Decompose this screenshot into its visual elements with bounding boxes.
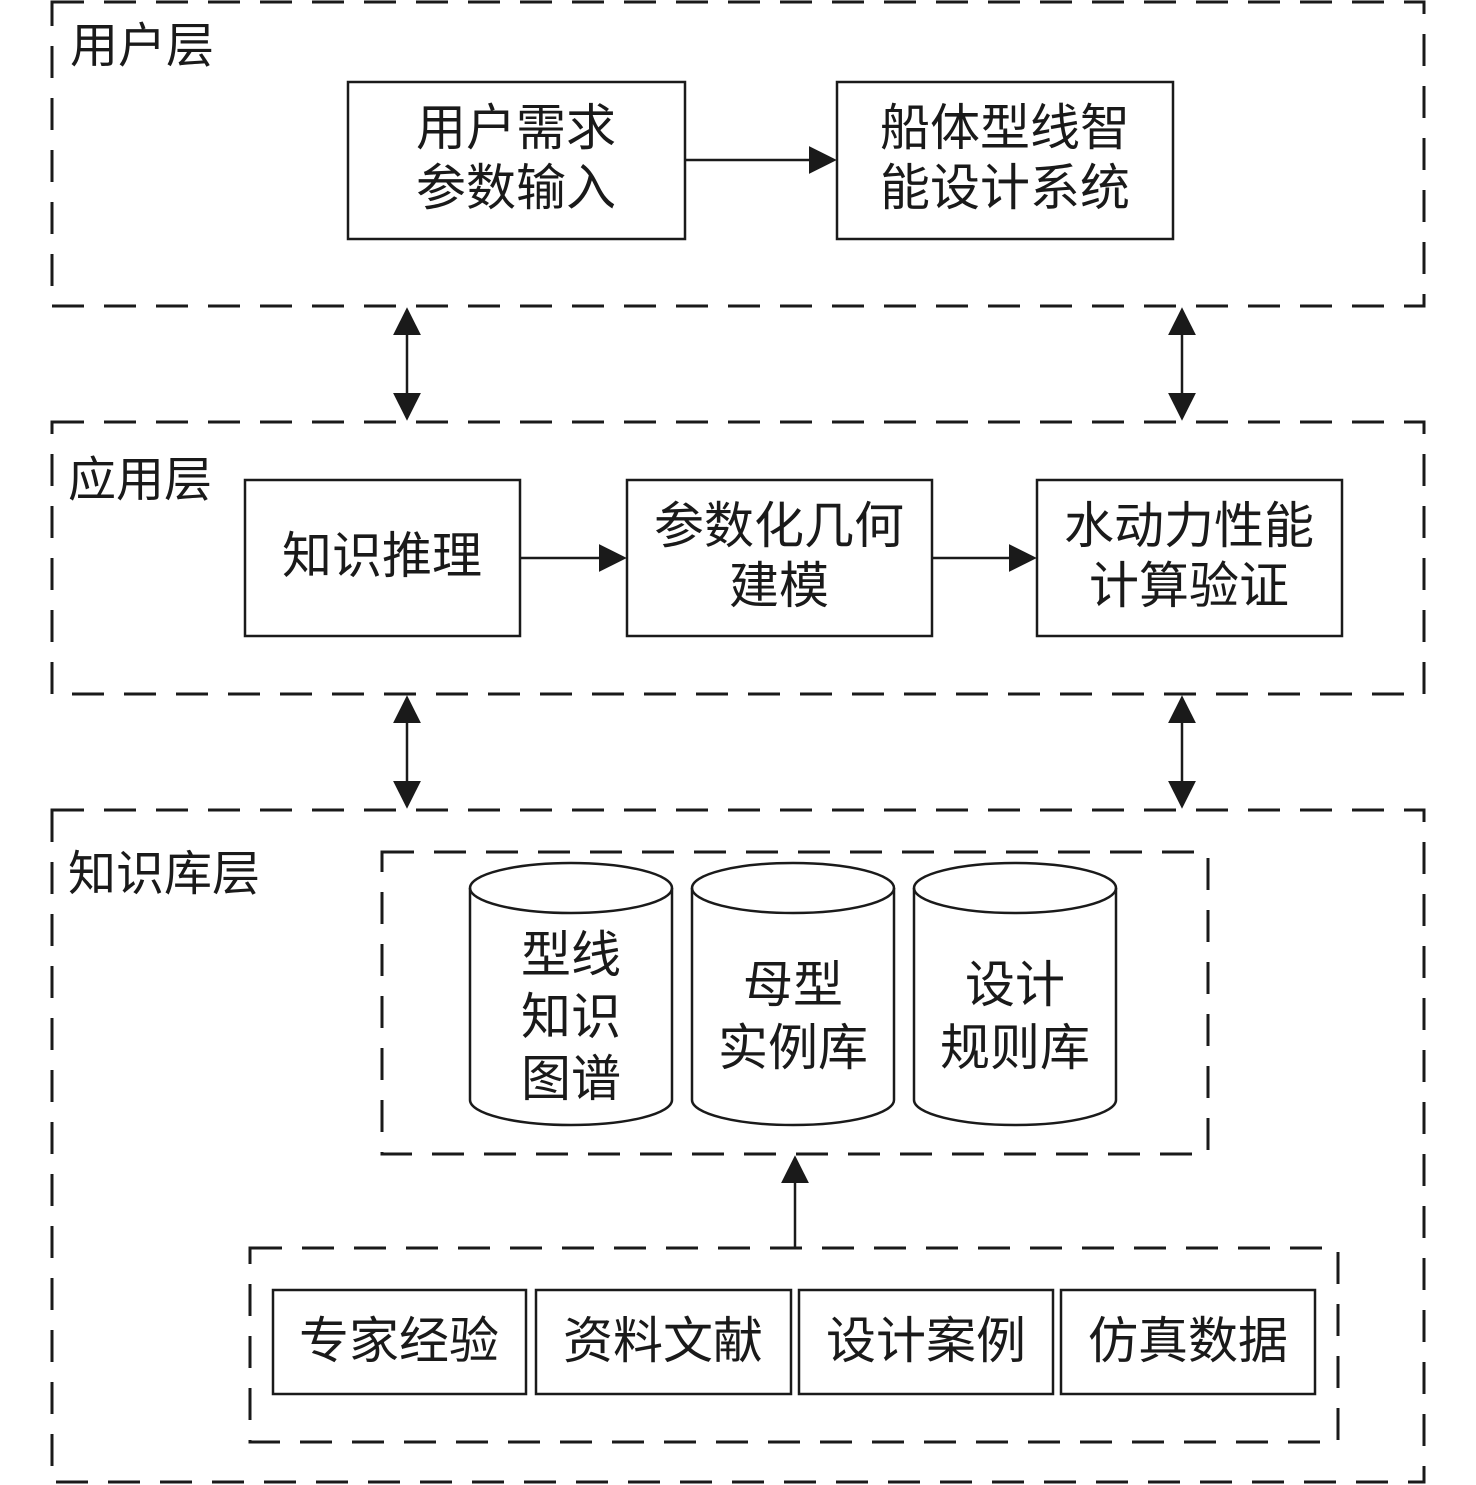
source-box-3 — [797, 1288, 1055, 1396]
parametric-modeling-label-line2: 建模 — [729, 557, 829, 615]
user-input-label-line1: 用户需求 — [416, 99, 616, 157]
db-graph-label-line2: 知识 — [521, 988, 621, 1046]
knowledge-reasoning-box — [243, 478, 522, 638]
user-layer-title: 用户层 — [70, 18, 214, 74]
design-system-box — [835, 80, 1175, 241]
application-layer-frame — [50, 420, 1426, 696]
source-box-1 — [271, 1288, 528, 1396]
user-input-label-line2: 参数输入 — [416, 159, 616, 217]
source-box-2 — [534, 1288, 793, 1396]
db-rules-label-line1: 设计 — [965, 956, 1065, 1014]
knowledge-layer-title: 知识库层 — [68, 846, 260, 902]
db-rules-label-line2: 规则库 — [940, 1019, 1090, 1077]
db-graph-label-line3: 图谱 — [521, 1050, 621, 1108]
source-literature: 资料文献 — [563, 1312, 763, 1370]
cylinder-rules — [912, 861, 1118, 1127]
parametric-modeling-label-line1: 参数化几何 — [654, 497, 904, 555]
source-simulation-data: 仿真数据 — [1088, 1312, 1288, 1370]
db-parent-label-line1: 母型 — [743, 956, 843, 1014]
cylinder-parent — [690, 861, 896, 1127]
knowledge-reasoning-label: 知识推理 — [282, 527, 482, 585]
parametric-modeling-box — [625, 478, 934, 638]
db-graph-label-line1: 型线 — [521, 926, 621, 984]
design-system-label-line2: 能设计系统 — [880, 159, 1130, 217]
cylinder-graph — [468, 861, 674, 1127]
source-box-4 — [1059, 1288, 1317, 1396]
knowledge-layer-frame — [50, 808, 1426, 1484]
db-parent-label-line2: 实例库 — [718, 1019, 868, 1077]
source-design-cases: 设计案例 — [826, 1312, 1026, 1370]
user-layer-frame — [50, 0, 1426, 308]
hydrodynamic-label-line1: 水动力性能 — [1064, 497, 1314, 555]
source-expert-experience: 专家经验 — [299, 1312, 499, 1370]
user-input-box — [346, 80, 687, 241]
hydrodynamic-verification-box — [1035, 478, 1344, 638]
hydrodynamic-label-line2: 计算验证 — [1089, 557, 1289, 615]
database-group-frame — [380, 850, 1210, 1156]
design-system-label-line1: 船体型线智 — [880, 99, 1130, 157]
application-layer-title: 应用层 — [68, 452, 212, 508]
